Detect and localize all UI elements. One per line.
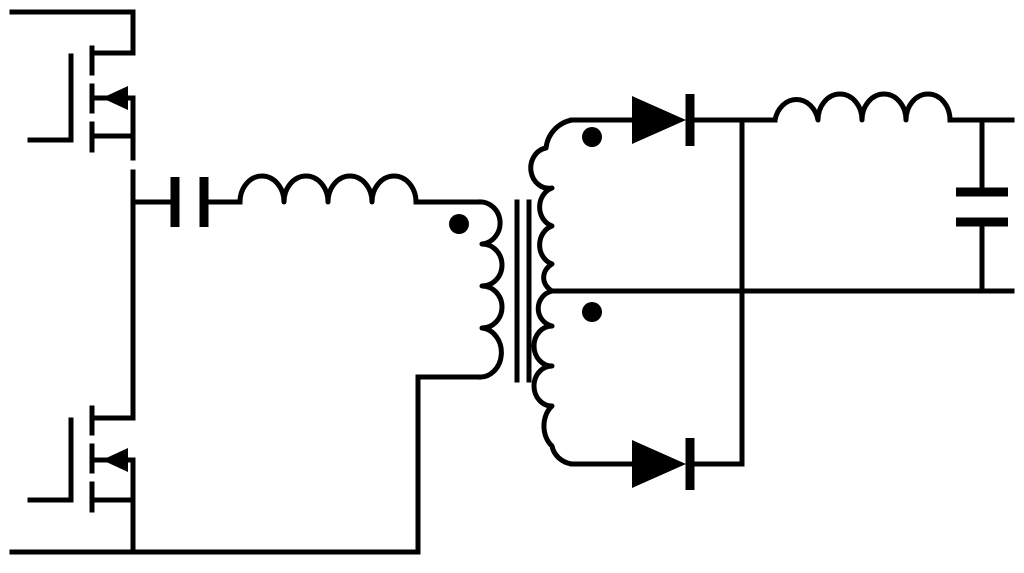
primary-polarity-dot bbox=[449, 214, 469, 234]
low-side-mosfet bbox=[27, 405, 136, 513]
output-capacitor bbox=[956, 117, 1008, 294]
output-inductor bbox=[772, 91, 1015, 123]
series-capacitor bbox=[130, 177, 243, 227]
switch-node-wiring bbox=[9, 133, 421, 555]
high-side-mosfet bbox=[9, 9, 136, 153]
transformer-secondary-winding bbox=[528, 117, 1015, 467]
upper-rectifier-diode bbox=[632, 94, 778, 146]
high-side-mosfet-arrow bbox=[102, 86, 128, 110]
series-inductor bbox=[237, 173, 483, 205]
secondary-lower-polarity-dot bbox=[582, 302, 602, 322]
transformer-core bbox=[514, 199, 532, 383]
transformer-primary-winding bbox=[415, 199, 505, 380]
lower-rectifier-diode bbox=[632, 117, 745, 490]
secondary-upper-polarity-dot bbox=[582, 127, 602, 147]
low-side-mosfet-arrow bbox=[102, 448, 128, 472]
